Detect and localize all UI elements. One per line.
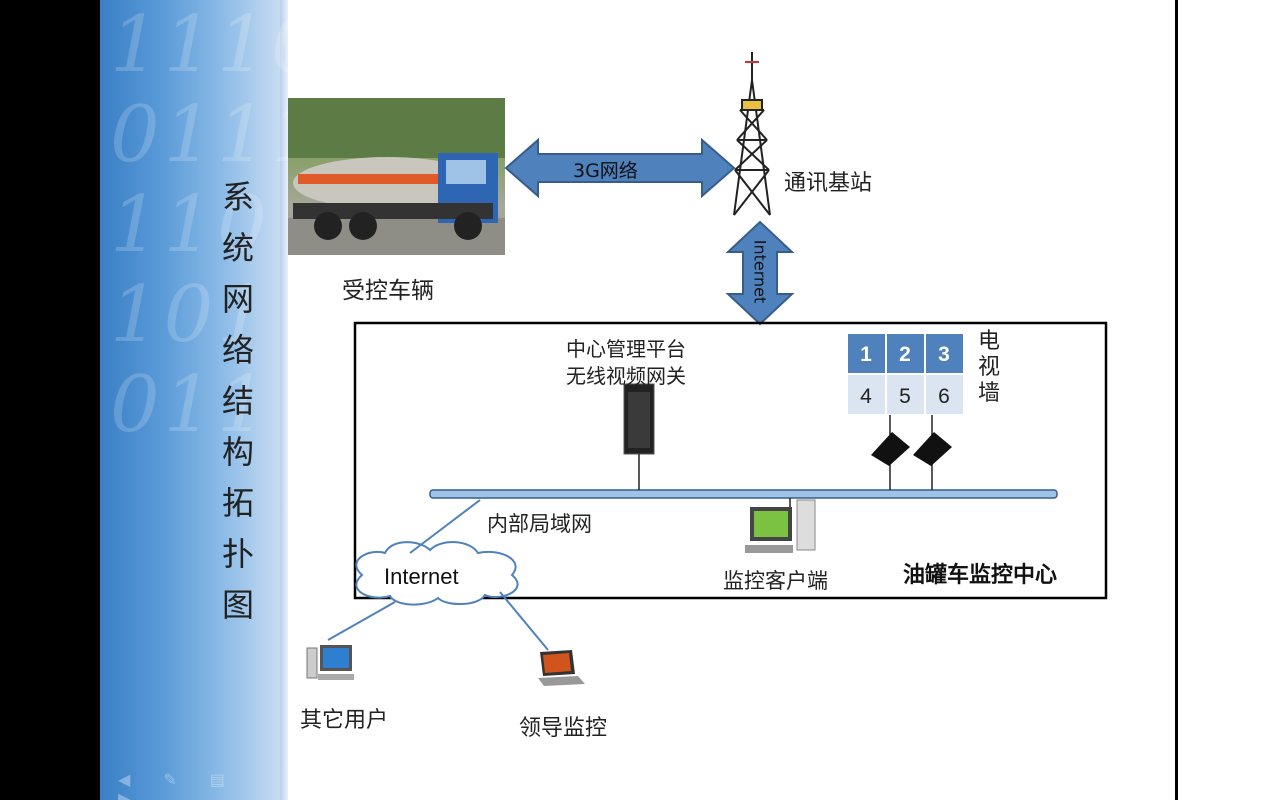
tv-cell: 2 <box>899 343 911 366</box>
cloud-to-user-line <box>327 601 396 641</box>
lan-bus <box>429 489 1058 499</box>
vehicle-photo <box>288 98 505 255</box>
video-decoder-icon <box>913 415 952 490</box>
monitoring-center-box <box>353 321 1108 600</box>
tv-cell: 3 <box>938 343 950 366</box>
vehicle-label: 受控车辆 <box>342 278 434 304</box>
cloud-to-leader-line <box>499 591 549 651</box>
server-label-line2: 无线视频网关 <box>566 364 686 388</box>
tv-cell: 5 <box>899 385 911 408</box>
slide: 1110 0111 110 101 011 ◀ ✎ ▤ ▶ 系统网络结构拓扑图 <box>100 0 1175 800</box>
center-title: 油罐车监控中心 <box>903 563 1058 588</box>
tv-wall-label-3: 墙 <box>978 381 1001 406</box>
base-station-label: 通讯基站 <box>784 171 873 196</box>
side-band-edge <box>280 0 288 800</box>
decorative-side-band: 1110 0111 110 101 011 ◀ ✎ ▤ ▶ <box>100 0 321 800</box>
3g-link-arrow <box>504 137 736 199</box>
binary-text: 110 <box>110 180 271 270</box>
3g-link-label: 3G网络 <box>573 160 638 182</box>
client-computer-icon <box>745 498 816 553</box>
tv-wall <box>846 332 965 416</box>
tv-wall-label-1: 电 <box>978 329 1001 354</box>
internet-cloud-label: Internet <box>384 564 459 589</box>
slide-title: 系统网络结构拓扑图 <box>221 178 254 624</box>
truck-icon <box>288 98 505 255</box>
binary-text: 0111 <box>110 90 325 180</box>
binary-text: 1110 <box>110 0 325 90</box>
tv-cell: 4 <box>860 385 872 408</box>
tv-cell: 6 <box>938 385 950 408</box>
internet-link-label: Internet <box>750 239 770 304</box>
server-label-line1: 中心管理平台 <box>566 337 686 361</box>
slide-nav-icons[interactable]: ◀ ✎ ▤ ▶ <box>118 770 239 800</box>
desktop-computer-icon <box>306 645 354 680</box>
tv-wall-label-2: 视 <box>978 355 1001 380</box>
internet-cloud <box>355 541 519 606</box>
tv-cell: 1 <box>860 343 872 366</box>
video-decoder-icon <box>871 415 910 490</box>
right-margin <box>1175 0 1280 800</box>
binary-text: 101 <box>110 270 271 360</box>
other-users-label: 其它用户 <box>300 708 389 733</box>
laptop-icon <box>538 650 585 686</box>
lan-label: 内部局域网 <box>487 512 592 536</box>
lan-to-cloud-line <box>409 499 481 554</box>
base-station-tower-icon <box>733 52 771 216</box>
binary-text: 011 <box>110 360 271 450</box>
server-rack-icon <box>623 383 655 490</box>
client-label: 监控客户端 <box>723 569 828 593</box>
leader-label: 领导监控 <box>519 716 608 741</box>
